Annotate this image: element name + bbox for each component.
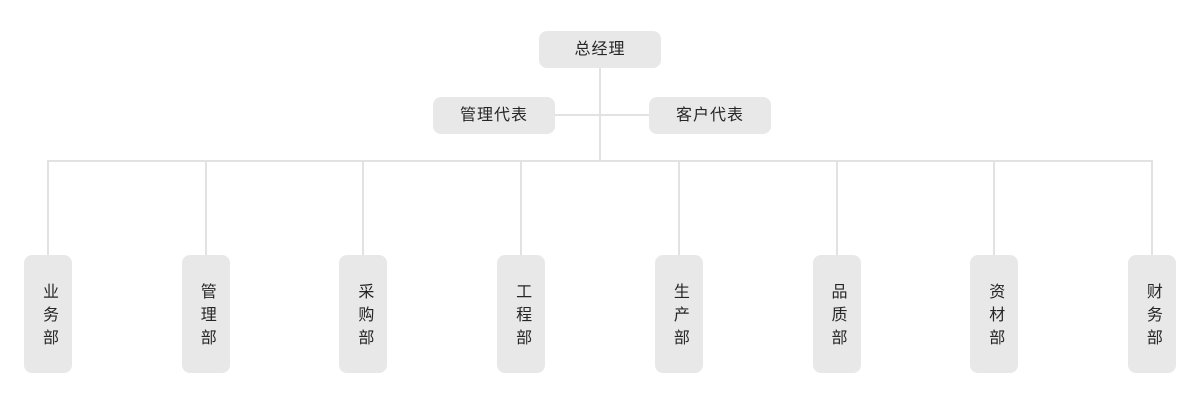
org-node-management-representative: 管理代表 <box>433 97 555 134</box>
department-node: 管理部 <box>181 160 230 373</box>
department-box: 财务部 <box>1127 255 1176 373</box>
department-box: 采购部 <box>339 255 388 373</box>
department-box: 资材部 <box>970 255 1019 373</box>
department-label: 生产部 <box>670 283 688 352</box>
connector-line-vertical <box>1150 160 1153 255</box>
org-node-general-manager: 总经理 <box>539 31 661 68</box>
department-node: 财务部 <box>1127 160 1176 373</box>
department-label: 管理部 <box>197 283 215 352</box>
department-label: 财务部 <box>1143 283 1161 352</box>
department-node: 采购部 <box>339 160 388 373</box>
department-box: 品质部 <box>812 255 861 373</box>
department-box: 生产部 <box>654 255 703 373</box>
department-node: 工程部 <box>497 160 546 373</box>
org-node-label: 客户代表 <box>675 106 744 124</box>
department-label: 工程部 <box>513 283 531 352</box>
department-box: 业务部 <box>24 255 72 373</box>
department-label: 资材部 <box>986 283 1004 352</box>
department-label: 品质部 <box>828 283 846 352</box>
connector-departments-rail <box>48 160 1151 162</box>
department-node: 资材部 <box>970 160 1019 373</box>
department-node: 品质部 <box>812 160 861 373</box>
department-label: 采购部 <box>355 283 373 352</box>
connector-representatives-horizontal <box>555 114 649 116</box>
department-label: 业务部 <box>40 283 57 352</box>
org-node-label: 管理代表 <box>459 106 528 124</box>
connector-line-vertical <box>993 160 996 255</box>
department-box: 工程部 <box>497 255 546 373</box>
connector-line-vertical <box>835 160 838 255</box>
connector-line-vertical <box>47 160 49 255</box>
department-box: 管理部 <box>181 255 230 373</box>
connector-line-vertical <box>204 160 207 255</box>
connector-line-vertical <box>520 160 523 255</box>
department-node: 生产部 <box>654 160 703 373</box>
connector-line-vertical <box>362 160 365 255</box>
departments-row: 业务部 管理部 采购部 工程部 生产部 <box>24 160 1176 373</box>
connector-line-vertical <box>677 160 680 255</box>
department-node: 业务部 <box>24 160 72 373</box>
org-node-customer-representative: 客户代表 <box>649 97 771 134</box>
org-node-label: 总经理 <box>574 40 626 58</box>
